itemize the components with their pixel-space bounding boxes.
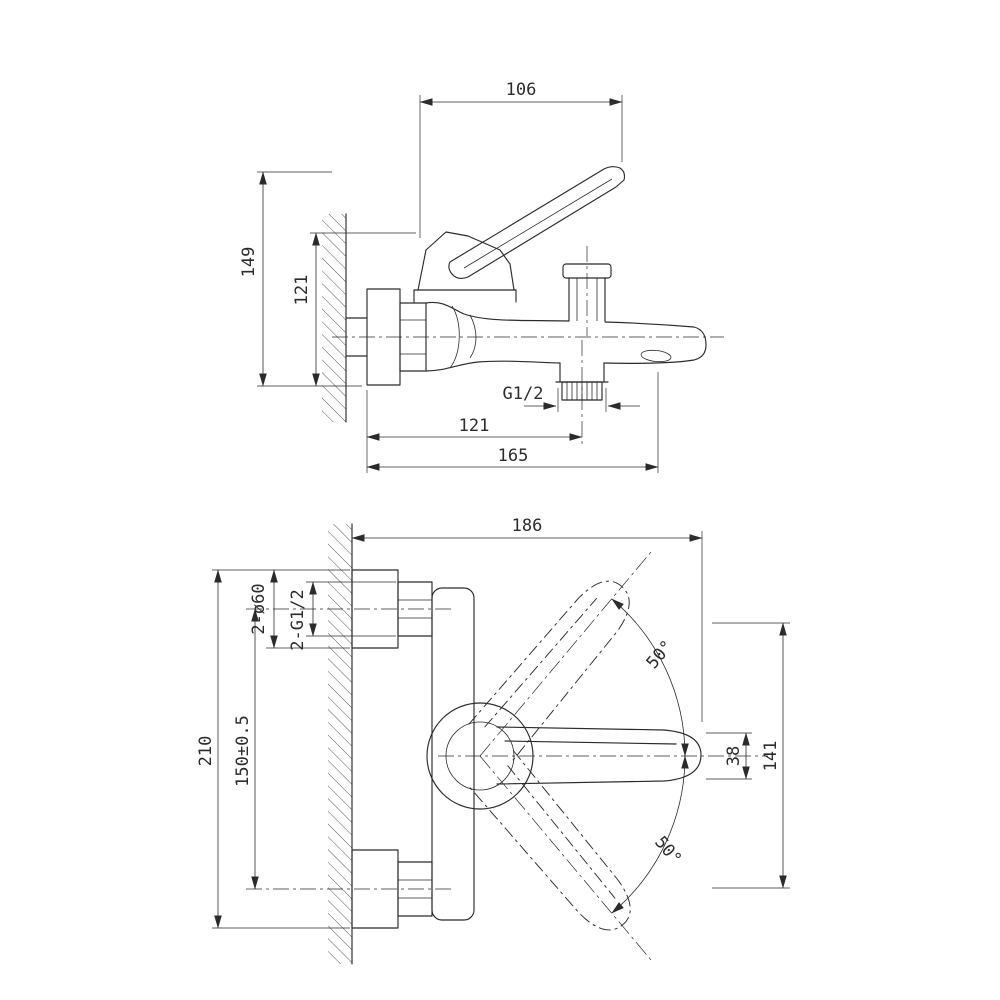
lever-handle-detail xyxy=(463,178,613,269)
dim-g12-callout: G1/2 xyxy=(503,384,640,412)
dim-label-165: 165 xyxy=(498,446,529,466)
dim-106-extension-lines xyxy=(419,95,623,238)
dim-50-up-arc xyxy=(611,598,689,757)
shower-outlet-stem-detail xyxy=(576,278,598,321)
top-hex-nut-facets xyxy=(398,599,432,619)
dim-g12-extension-lines xyxy=(557,388,607,412)
dim-38: 38 xyxy=(706,732,752,780)
dim-2d60: 2-ø60 xyxy=(249,569,350,649)
spout-body-outline xyxy=(425,301,707,372)
dim-label-g12: G1/2 xyxy=(503,384,544,404)
valve-body-detail xyxy=(449,305,477,369)
dim-165: 165 xyxy=(366,372,659,473)
aerator-outlet xyxy=(640,349,672,363)
wall-hatch xyxy=(328,524,352,964)
front-wall xyxy=(328,523,353,965)
dim-141-extension-lines xyxy=(712,622,790,889)
dim-2g12: 2-G1/2 xyxy=(288,581,396,651)
hex-nut-facets xyxy=(400,319,426,355)
dim-150: 150±0.5 xyxy=(233,608,259,890)
dim-2g12-extension-lines xyxy=(306,581,396,637)
mixer-body xyxy=(431,587,475,921)
dim-50-down-arc xyxy=(611,755,689,914)
dim-label-121h: 121 xyxy=(459,416,490,436)
dim-label-210: 210 xyxy=(196,736,216,767)
side-view: 106 149 121 G1/2 121 165 xyxy=(239,80,724,473)
side-center-lines xyxy=(332,246,724,448)
handle-axis-down xyxy=(479,755,652,961)
dim-label-121v: 121 xyxy=(292,275,312,306)
dim-186: 186 xyxy=(351,516,703,722)
dim-label-50-down: 50° xyxy=(650,833,685,869)
handle-axis-up xyxy=(479,551,652,757)
dim-label-50-up: 50° xyxy=(643,637,678,673)
dim-label-149: 149 xyxy=(239,247,259,278)
dim-106: 106 xyxy=(419,80,623,238)
dim-121-vertical: 121 xyxy=(292,232,416,387)
dim-label-186: 186 xyxy=(512,516,543,536)
handle-phantom-up xyxy=(468,567,645,762)
side-faucet-body xyxy=(345,166,707,401)
bottom-hex-nut-facets xyxy=(398,879,432,899)
dim-label-141: 141 xyxy=(761,741,781,772)
dim-121-horizontal: 121 xyxy=(366,390,583,473)
dim-149-extension-lines xyxy=(257,171,362,387)
cartridge-collar xyxy=(413,289,517,303)
dim-label-150: 150±0.5 xyxy=(233,715,253,787)
inlet-pipe xyxy=(345,317,368,357)
wall-hatch xyxy=(322,214,346,422)
shower-outlet-stem xyxy=(568,277,606,322)
front-center-lines xyxy=(246,551,768,961)
side-wall xyxy=(322,213,347,423)
thread-lines xyxy=(566,382,598,400)
dim-label-2d60: 2-ø60 xyxy=(249,583,269,634)
dim-label-2g12: 2-G1/2 xyxy=(288,589,308,650)
handle-phantom-down xyxy=(468,749,645,944)
dim-label-106: 106 xyxy=(506,80,537,100)
dim-label-38: 38 xyxy=(724,746,744,766)
cartridge-dome xyxy=(417,231,515,291)
dim-141: 141 xyxy=(712,622,790,889)
lever-handle xyxy=(448,166,626,280)
dim-210-extension-lines xyxy=(212,569,350,929)
dim-149: 149 xyxy=(239,171,362,387)
front-view: 50° 50° 186 210 150±0.5 2-ø60 xyxy=(196,516,790,965)
dim-210: 210 xyxy=(196,569,350,929)
handle-solid xyxy=(496,726,702,785)
